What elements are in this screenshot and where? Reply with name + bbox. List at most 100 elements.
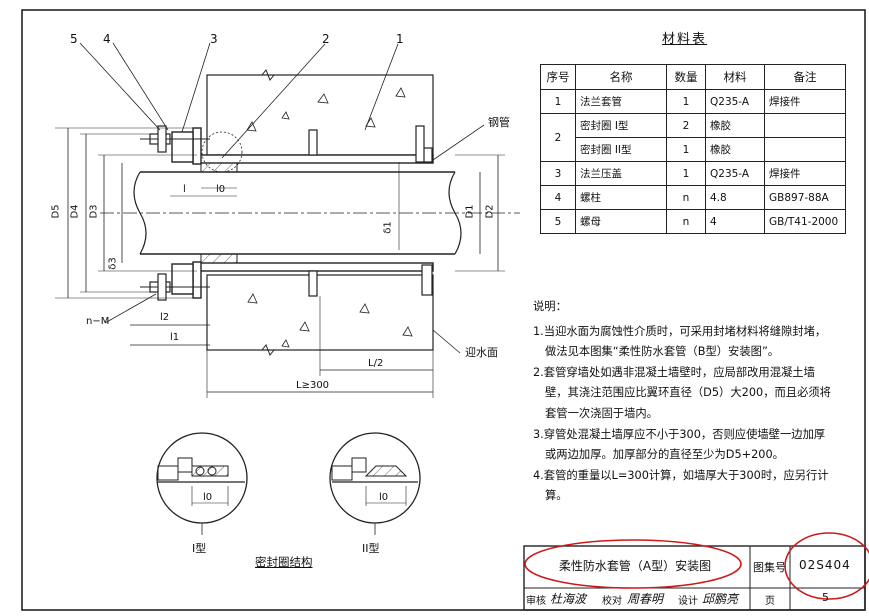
callout-1: 1: [396, 32, 404, 46]
dim-l: l: [183, 184, 186, 195]
dim-n-m: n−M: [86, 316, 110, 327]
table-row: 密封圈 II型 1 橡胶: [541, 137, 846, 162]
sleeve-upper: [196, 154, 434, 164]
dim-delta1: δ1: [382, 221, 394, 234]
note-item: 3.穿管处混凝土墙厚应不小于300，否则应使墙壁一边加厚或两边加厚。加厚部分的直…: [533, 427, 826, 462]
design-label: 设计: [678, 596, 698, 607]
flange-upper: [192, 127, 202, 165]
atlas-label: 图集号: [753, 561, 786, 574]
cell-note: 焊接件: [764, 161, 846, 186]
main-section-view: [55, 42, 520, 398]
cell-note: GB897-88A: [764, 185, 846, 210]
callout-4: 4: [103, 32, 111, 46]
design-signature: 邱鹏亮: [702, 592, 739, 606]
gland-lower: [171, 263, 194, 295]
dim-l1: l1: [170, 332, 180, 343]
header-no: 序号: [540, 64, 576, 90]
review-label: 审核: [526, 596, 546, 607]
page-number: 5: [822, 591, 829, 604]
dim-d3: D3: [88, 204, 100, 219]
title-block-frame: [523, 545, 866, 611]
seal-detail-type-2: [329, 432, 421, 535]
cell-material: 4: [705, 209, 765, 234]
cell-no: 1: [540, 89, 576, 114]
wall-upper: [206, 74, 434, 156]
pipe-label: 钢管: [488, 116, 510, 129]
cell-no: 3: [540, 161, 576, 186]
notes-title: 说明：: [533, 300, 567, 313]
check-signature: 周春明: [627, 592, 664, 606]
annotation-oval-atlas-no: [784, 532, 869, 600]
seal-structure-label: 密封圈结构: [255, 555, 313, 569]
dim-l-300: L≥300: [296, 380, 330, 391]
cell-material: Q235-A: [705, 89, 765, 114]
note-item: 1.当迎水面为腐蚀性介质时，可采用封堵材料将缝隙封堵，做法见本图集“柔性防水套管…: [533, 324, 827, 359]
table-row: 5 螺母 n 4 GB/T41-2000: [540, 209, 846, 234]
cell-name: 法兰套管: [575, 89, 667, 114]
cell-material: 橡胶: [705, 137, 765, 162]
sheet-frame: [21, 9, 866, 611]
detail-2-l0: l0: [379, 492, 389, 503]
dim-d2: D2: [484, 204, 496, 219]
gland-upper: [171, 131, 194, 163]
water-face-label: 迎水面: [465, 346, 498, 359]
dim-d4: D4: [69, 204, 81, 219]
cell-name: 密封圈 I型: [575, 113, 667, 138]
cell-name: 螺母: [575, 209, 667, 234]
table-row: 2 密封圈 I型 2 橡胶: [540, 113, 846, 162]
materials-table-header: 序号 名称 数量 材料 备注: [540, 64, 846, 90]
table-row: 4 螺柱 n 4.8 GB897-88A: [540, 185, 846, 210]
cell-note: [764, 113, 846, 138]
dim-d1: D1: [464, 204, 476, 219]
cell-qty: 1: [666, 161, 706, 186]
type-2-label: II型: [362, 542, 380, 555]
materials-table: 序号 名称 数量 材料 备注 1 法兰套管 1 Q235-A 焊接件 2 密封圈…: [540, 64, 846, 234]
callout-2: 2: [322, 32, 330, 46]
flange-lower: [192, 261, 202, 299]
seal-detail-type-1: [156, 432, 248, 535]
header-material: 材料: [705, 64, 765, 90]
cell-qty: 1: [666, 137, 706, 162]
cell-qty: n: [666, 209, 706, 234]
cell-material: 4.8: [705, 185, 765, 210]
cell-no: 5: [540, 209, 576, 234]
cell-qty: 2: [666, 113, 706, 138]
cell-material: 橡胶: [705, 113, 765, 138]
drawing-title: 柔性防水套管（A型）安装图: [558, 559, 712, 573]
header-note: 备注: [764, 64, 846, 90]
table-row: 3 法兰压盖 1 Q235-A 焊接件: [540, 161, 846, 186]
notes-section: 说明： 1.当迎水面为腐蚀性介质时，可采用封堵材料将缝隙封堵，做法见本图集“柔性…: [533, 297, 833, 507]
cell-note: 焊接件: [764, 89, 846, 114]
review-signature: 杜海波: [550, 592, 587, 606]
atlas-number: 02S404: [799, 558, 851, 572]
page-label: 页: [765, 596, 775, 607]
dim-l-half: L/2: [368, 358, 384, 369]
materials-table-title: 材料表: [662, 32, 708, 47]
dim-d5: D5: [50, 204, 62, 219]
dim-l0: l0: [216, 184, 226, 195]
callout-5: 5: [70, 32, 78, 46]
cell-no: 2: [540, 113, 576, 162]
check-label: 校对: [602, 596, 622, 607]
cell-qty: n: [666, 185, 706, 210]
header-name: 名称: [575, 64, 667, 90]
cell-note: GB/T41-2000: [764, 209, 846, 234]
callout-3: 3: [210, 32, 218, 46]
cell-name: 法兰压盖: [575, 161, 667, 186]
dim-delta3: δ3: [107, 257, 119, 270]
cell-name: 螺柱: [575, 185, 667, 210]
note-item: 4.套管的重量以L=300计算，如墙厚大于300时，应另行计算。: [533, 468, 829, 503]
cell-no: 4: [540, 185, 576, 210]
cell-note: [764, 137, 846, 162]
note-item: 2.套管穿墙处如遇非混凝土墙壁时，应局部改用混凝土墙壁，其浇注范围应比翼环直径（…: [533, 365, 831, 420]
table-row: 1 法兰套管 1 Q235-A 焊接件: [540, 89, 846, 114]
sleeve-lower: [196, 262, 434, 272]
cell-name: 密封圈 II型: [575, 137, 667, 162]
detail-1-l0: l0: [203, 492, 213, 503]
type-1-label: I型: [192, 542, 207, 555]
cell-material: Q235-A: [705, 161, 765, 186]
annotation-oval-title: [524, 539, 742, 589]
header-qty: 数量: [666, 64, 706, 90]
